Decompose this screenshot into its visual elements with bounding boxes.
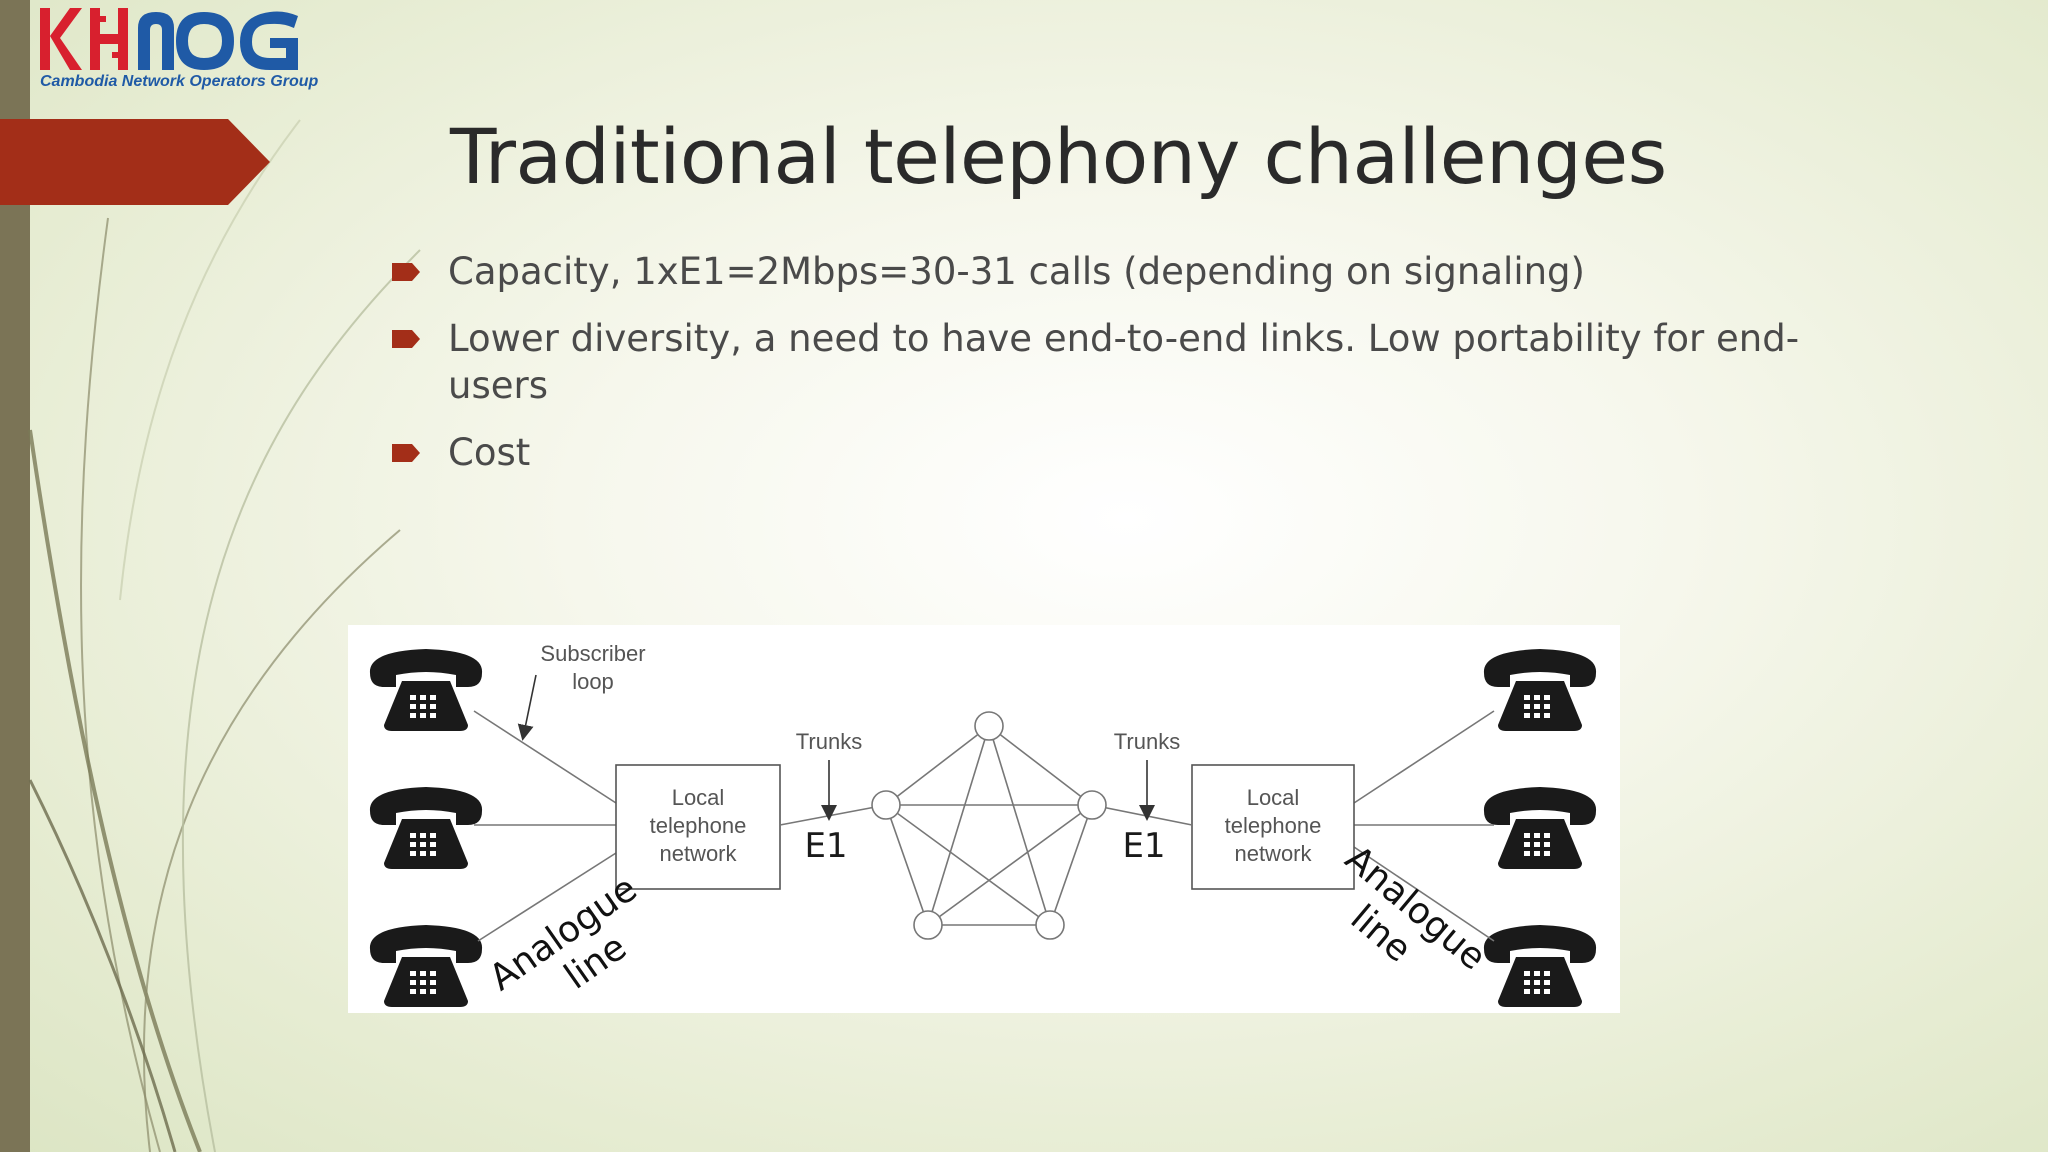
bullet-list: Capacity, 1xE1=2Mbps=30-31 calls (depend…: [390, 248, 1810, 496]
local-network-box-left: [615, 764, 781, 890]
bullet-text: Lower diversity, a need to have end-to-e…: [448, 317, 1800, 407]
arrow-bullet-icon: [392, 330, 420, 348]
local-network-label: network: [1234, 841, 1312, 866]
local-network-label: Local: [1247, 785, 1300, 810]
phone-icon: [1483, 787, 1597, 869]
phone-icon: [1483, 649, 1597, 731]
e1-label: E1: [804, 826, 847, 866]
local-network-label: network: [659, 841, 737, 866]
phone-icon: [369, 649, 483, 731]
local-network-label: telephone: [1225, 813, 1322, 838]
local-network-label: Local: [672, 785, 725, 810]
khnog-logo: [40, 8, 298, 70]
bullet-item: Cost: [390, 429, 1810, 476]
e1-label: E1: [1122, 826, 1165, 866]
diagram-canvas: Local telephone network Local telephone …: [369, 641, 1597, 1007]
phone-icon: [369, 787, 483, 869]
bullet-item: Lower diversity, a need to have end-to-e…: [390, 315, 1810, 409]
core-switch-nodes: [871, 711, 1107, 940]
subscriber-loop-arrow: [517, 674, 537, 741]
arrow-bullet-icon: [392, 444, 420, 462]
analogue-line-label: Analogue: [482, 868, 644, 999]
trunks-label: Trunks: [796, 729, 862, 754]
local-network-label: telephone: [650, 813, 747, 838]
bullet-item: Capacity, 1xE1=2Mbps=30-31 calls (depend…: [390, 248, 1810, 295]
phone-icon: [369, 925, 483, 1007]
telephony-network-diagram: Local telephone network Local telephone …: [348, 625, 1620, 1013]
subscriber-loop-label: loop: [572, 669, 614, 694]
arrow-bullet-icon: [392, 263, 420, 281]
trunk-line-left: [779, 804, 887, 826]
accent-arrow-shape: [0, 119, 270, 205]
local-network-box-right: [1191, 764, 1355, 890]
subscriber-lines-left: [473, 710, 617, 942]
subscriber-loop-label: Subscriber: [540, 641, 645, 666]
trunk-line-right: [1091, 804, 1193, 826]
logo-tagline: Cambodia Network Operators Group: [40, 73, 319, 90]
slide-title: Traditional telephony challenges: [450, 112, 1667, 201]
bullet-text: Capacity, 1xE1=2Mbps=30-31 calls (depend…: [448, 250, 1585, 293]
trunks-label: Trunks: [1114, 729, 1180, 754]
bullet-text: Cost: [448, 431, 531, 474]
subscriber-lines-right: [1353, 710, 1495, 942]
phone-icon: [1483, 925, 1597, 1007]
core-mesh: [885, 725, 1093, 926]
